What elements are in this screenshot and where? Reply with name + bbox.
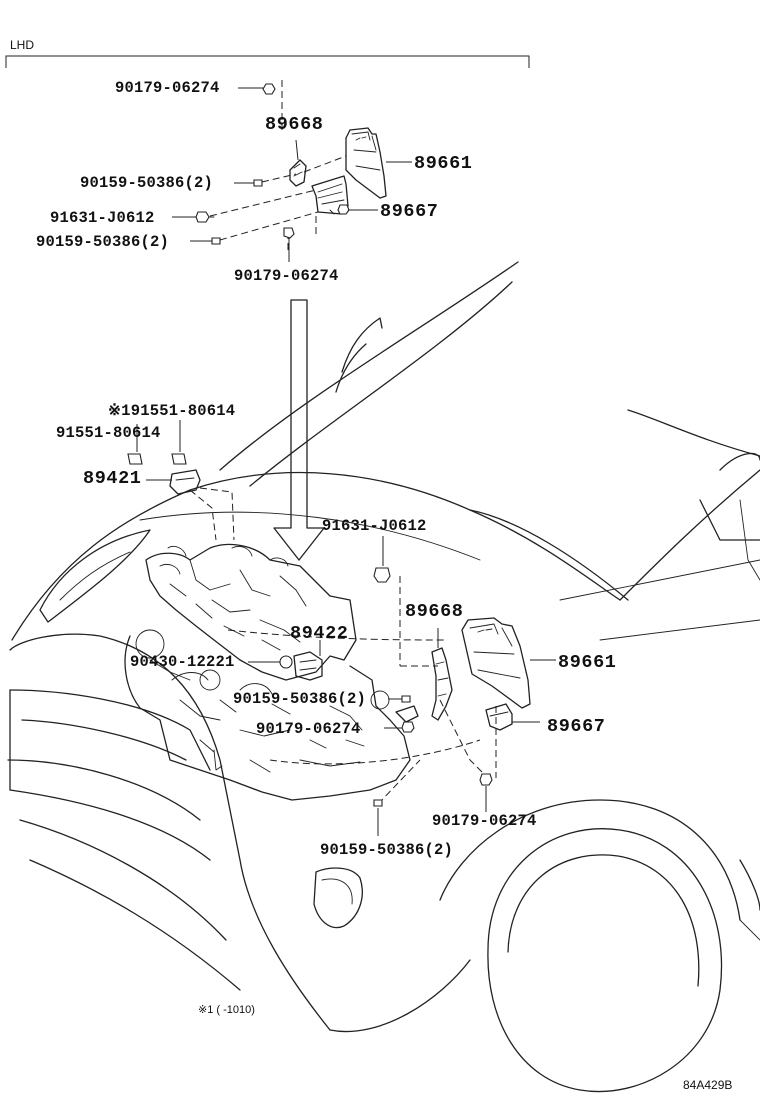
- drawing-code: 84A429B: [683, 1078, 733, 1092]
- inset-bracket-label: 89668: [265, 114, 324, 135]
- inset-bolt-label: 91631-J0612: [50, 209, 155, 227]
- clip-label: 91551-80614: [56, 424, 161, 442]
- nut-left-main-label: 90179-06274: [256, 720, 361, 738]
- nut-right-main-label: 90179-06274: [432, 812, 537, 830]
- bracket-lower-main-label: 89667: [547, 716, 606, 737]
- footnote: ※1 ( -1010): [198, 1004, 255, 1016]
- screw-upper-main-label: 90159-50386(2): [233, 690, 367, 708]
- ecu-main-label: 89661: [558, 652, 617, 673]
- inset-ecu-assembly: [172, 80, 412, 262]
- inset-top-nut-label: 90179-06274: [115, 79, 220, 97]
- sensor-89422-group: [248, 640, 323, 681]
- screw-lower-main-label: 90159-50386(2): [320, 841, 454, 859]
- bolt-main-label: 91631-J0612: [322, 517, 427, 535]
- inset-ecu-label: 89661: [414, 153, 473, 174]
- inset-screw-lower-label: 90159-50386(2): [36, 233, 170, 251]
- inset-bottom-nut-label: 90179-06274: [234, 267, 339, 285]
- bracket-main-label: 89668: [405, 601, 464, 622]
- car-body: [7, 261, 760, 1093]
- gasket-label: 90430-12221: [130, 653, 235, 671]
- sensor-89421-label: 89421: [83, 468, 142, 489]
- clip-marked-label: ※191551-80614: [108, 402, 236, 420]
- bolt-main: [373, 536, 391, 583]
- sensor-89422-label: 89422: [290, 623, 349, 644]
- main-ecu-group: [373, 617, 556, 836]
- variant-label: LHD: [10, 38, 35, 52]
- lhd-bracket-line: [5, 55, 530, 68]
- engine-assembly: [124, 487, 497, 805]
- sensor-89421-group: [127, 420, 201, 495]
- inset-screw-upper-label: 90159-50386(2): [80, 174, 214, 192]
- inset-bracket-lower-label: 89667: [380, 201, 439, 222]
- direction-arrow: [273, 299, 325, 561]
